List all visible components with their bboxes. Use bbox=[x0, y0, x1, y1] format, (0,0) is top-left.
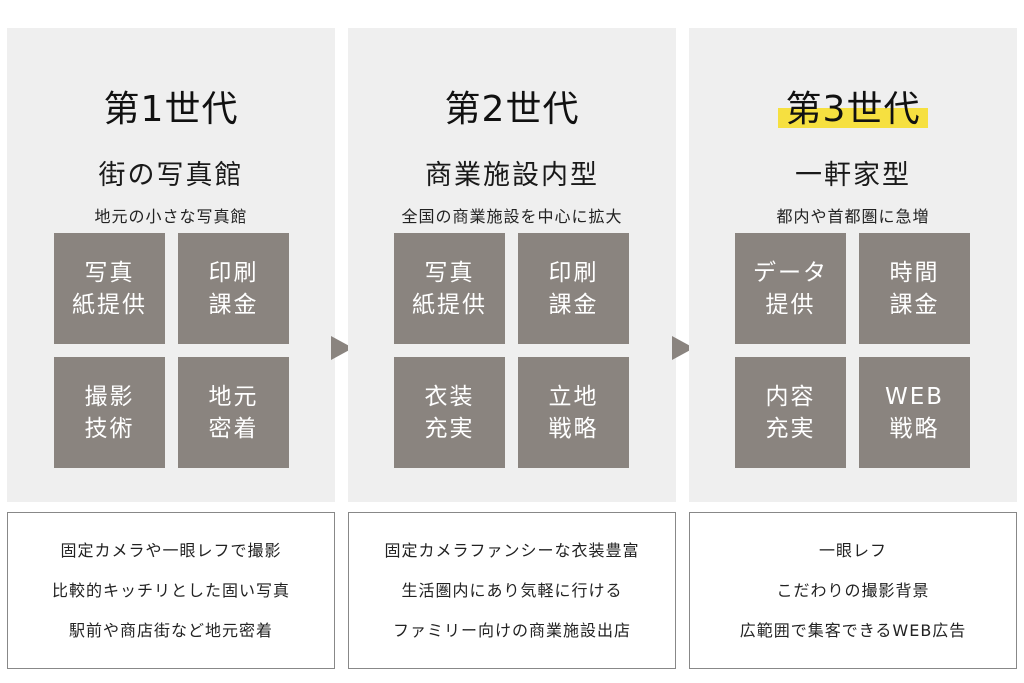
generation-1-features: 固定カメラや一眼レフで撮影 比較的キッチリとした固い写真 駅前や商店街など地元密… bbox=[7, 512, 335, 669]
tile-line: 戦略 bbox=[889, 415, 940, 442]
model-description: 地元の小さな写真館 bbox=[94, 207, 248, 226]
tile: 印刷課金 bbox=[518, 233, 629, 344]
model-name: 街の写真館 bbox=[98, 160, 244, 191]
model-name: 一軒家型 bbox=[795, 160, 911, 191]
tile-line: 戦略 bbox=[548, 415, 599, 442]
arrow-right-icon bbox=[672, 336, 694, 360]
model-name: 商業施設内型 bbox=[425, 160, 599, 191]
tile: 撮影技術 bbox=[54, 357, 165, 468]
tile-line: 印刷 bbox=[208, 259, 259, 286]
tile-line: 写真 bbox=[424, 259, 475, 286]
tile-line: 内容 bbox=[765, 383, 816, 410]
tile: 写真紙提供 bbox=[54, 233, 165, 344]
tile-line: 紙提供 bbox=[72, 291, 147, 318]
tile-line: 写真 bbox=[84, 259, 135, 286]
generation-title: 第1世代 bbox=[103, 89, 239, 130]
tile: 写真紙提供 bbox=[394, 233, 505, 344]
feature-line: 固定カメラや一眼レフで撮影 bbox=[60, 540, 282, 560]
arrow-right-icon bbox=[331, 336, 353, 360]
tile-line: 撮影 bbox=[84, 383, 135, 410]
feature-line: 生活圏内にあり気軽に行ける bbox=[401, 580, 623, 600]
tile-line: 時間 bbox=[889, 259, 940, 286]
generation-2-features: 固定カメラファンシーな衣装豊富 生活圏内にあり気軽に行ける ファミリー向けの商業… bbox=[348, 512, 676, 669]
tile-line: 印刷 bbox=[548, 259, 599, 286]
feature-line: 広範囲で集客できるWEB広告 bbox=[739, 620, 967, 640]
tile-line: 課金 bbox=[548, 291, 599, 318]
tile: 立地戦略 bbox=[518, 357, 629, 468]
tile-line: 地元 bbox=[208, 383, 259, 410]
tile-line: 紙提供 bbox=[412, 291, 487, 318]
generation-1-panel: 第1世代 街の写真館 地元の小さな写真館 写真紙提供 印刷課金 撮影技術 地元密… bbox=[7, 28, 335, 502]
tile: データ提供 bbox=[735, 233, 846, 344]
tile-line: 課金 bbox=[208, 291, 259, 318]
tile: 衣装充実 bbox=[394, 357, 505, 468]
tile-line: 充実 bbox=[765, 415, 816, 442]
model-description: 都内や首都圏に急増 bbox=[776, 207, 930, 226]
tile: 時間課金 bbox=[859, 233, 970, 344]
tile: 印刷課金 bbox=[178, 233, 289, 344]
tile-line: 密着 bbox=[208, 415, 259, 442]
generation-3-features: 一眼レフ こだわりの撮影背景 広範囲で集客できるWEB広告 bbox=[689, 512, 1017, 669]
feature-line: 固定カメラファンシーな衣装豊富 bbox=[384, 540, 640, 560]
generation-title: 第3世代 bbox=[777, 88, 929, 132]
tile-line: 提供 bbox=[765, 291, 816, 318]
generation-2-panel: 第2世代 商業施設内型 全国の商業施設を中心に拡大 写真紙提供 印刷課金 衣装充… bbox=[348, 28, 676, 502]
tile: WEB 戦略 bbox=[859, 357, 970, 468]
tile-line: 充実 bbox=[424, 415, 475, 442]
feature-line: ファミリー向けの商業施設出店 bbox=[392, 620, 631, 640]
feature-line: 駅前や商店街など地元密着 bbox=[68, 620, 273, 640]
tile-line: 課金 bbox=[889, 291, 940, 318]
tile: 内容充実 bbox=[735, 357, 846, 468]
feature-line: 比較的キッチリとした固い写真 bbox=[51, 580, 290, 600]
generation-title: 第2世代 bbox=[444, 89, 580, 130]
tile-line: 衣装 bbox=[424, 383, 475, 410]
generation-3-panel: 第3世代 一軒家型 都内や首都圏に急増 データ提供 時間課金 内容充実 WEB 戦… bbox=[689, 28, 1017, 502]
model-description: 全国の商業施設を中心に拡大 bbox=[401, 207, 623, 226]
feature-line: こだわりの撮影背景 bbox=[776, 580, 930, 600]
tile-line: 立地 bbox=[548, 383, 599, 410]
tile: 地元密着 bbox=[178, 357, 289, 468]
tile-line: 技術 bbox=[84, 415, 135, 442]
tile-line: WEB bbox=[884, 383, 945, 410]
tile-line: データ bbox=[753, 259, 828, 286]
feature-line: 一眼レフ bbox=[818, 540, 887, 560]
